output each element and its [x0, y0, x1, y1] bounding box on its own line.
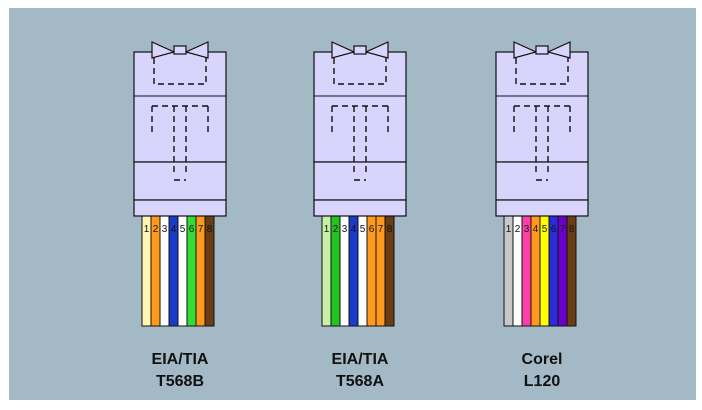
latch-outline	[333, 58, 387, 85]
connector-body	[133, 51, 227, 163]
pin-number-1: 1	[324, 224, 330, 235]
connector-title: EIA/TIA	[152, 351, 209, 368]
connector-body	[313, 51, 407, 163]
pin-number-4: 4	[351, 224, 357, 235]
pin-number-3: 3	[524, 224, 530, 235]
latch-center	[535, 45, 549, 55]
pin-number-2: 2	[153, 224, 159, 235]
latch-outline	[153, 58, 207, 85]
connector-lower-body	[133, 161, 227, 201]
pin-number-5: 5	[180, 224, 186, 235]
pin-number-8: 8	[387, 224, 393, 235]
connector-title: EIA/TIA	[332, 351, 389, 368]
latch-left	[331, 41, 356, 59]
latch-left	[151, 41, 176, 59]
pin-number-8: 8	[207, 224, 213, 235]
latch-right	[364, 41, 389, 59]
connector-crimp-band	[313, 199, 407, 217]
pin-number-7: 7	[378, 224, 384, 235]
pin-number-5: 5	[542, 224, 548, 235]
pin-number-5: 5	[360, 224, 366, 235]
connector-subtitle: T568A	[336, 373, 384, 390]
connector-lower-body	[313, 161, 407, 201]
connector-crimp-band	[495, 199, 589, 217]
pin-number-7: 7	[198, 224, 204, 235]
latch-left	[513, 41, 538, 59]
connector-subtitle: L120	[524, 373, 561, 390]
pin-number-4: 4	[533, 224, 539, 235]
latch-right	[184, 41, 209, 59]
pin-number-3: 3	[162, 224, 168, 235]
latch-outline	[515, 58, 569, 85]
pin-number-1: 1	[506, 224, 512, 235]
pin-number-2: 2	[515, 224, 521, 235]
latch-center	[173, 45, 187, 55]
pin-number-6: 6	[369, 224, 375, 235]
connector-lower-body	[495, 161, 589, 201]
connector-crimp-band	[133, 199, 227, 217]
pin-number-1: 1	[144, 224, 150, 235]
connector-subtitle: T568B	[156, 373, 204, 390]
pin-number-4: 4	[171, 224, 177, 235]
latch-right	[546, 41, 571, 59]
pin-number-7: 7	[560, 224, 566, 235]
connector-title: Corel	[522, 351, 563, 368]
pin-number-6: 6	[551, 224, 557, 235]
connector-body	[495, 51, 589, 163]
pin-number-8: 8	[569, 224, 575, 235]
pin-number-2: 2	[333, 224, 339, 235]
latch-center	[353, 45, 367, 55]
pin-number-6: 6	[189, 224, 195, 235]
pin-number-3: 3	[342, 224, 348, 235]
